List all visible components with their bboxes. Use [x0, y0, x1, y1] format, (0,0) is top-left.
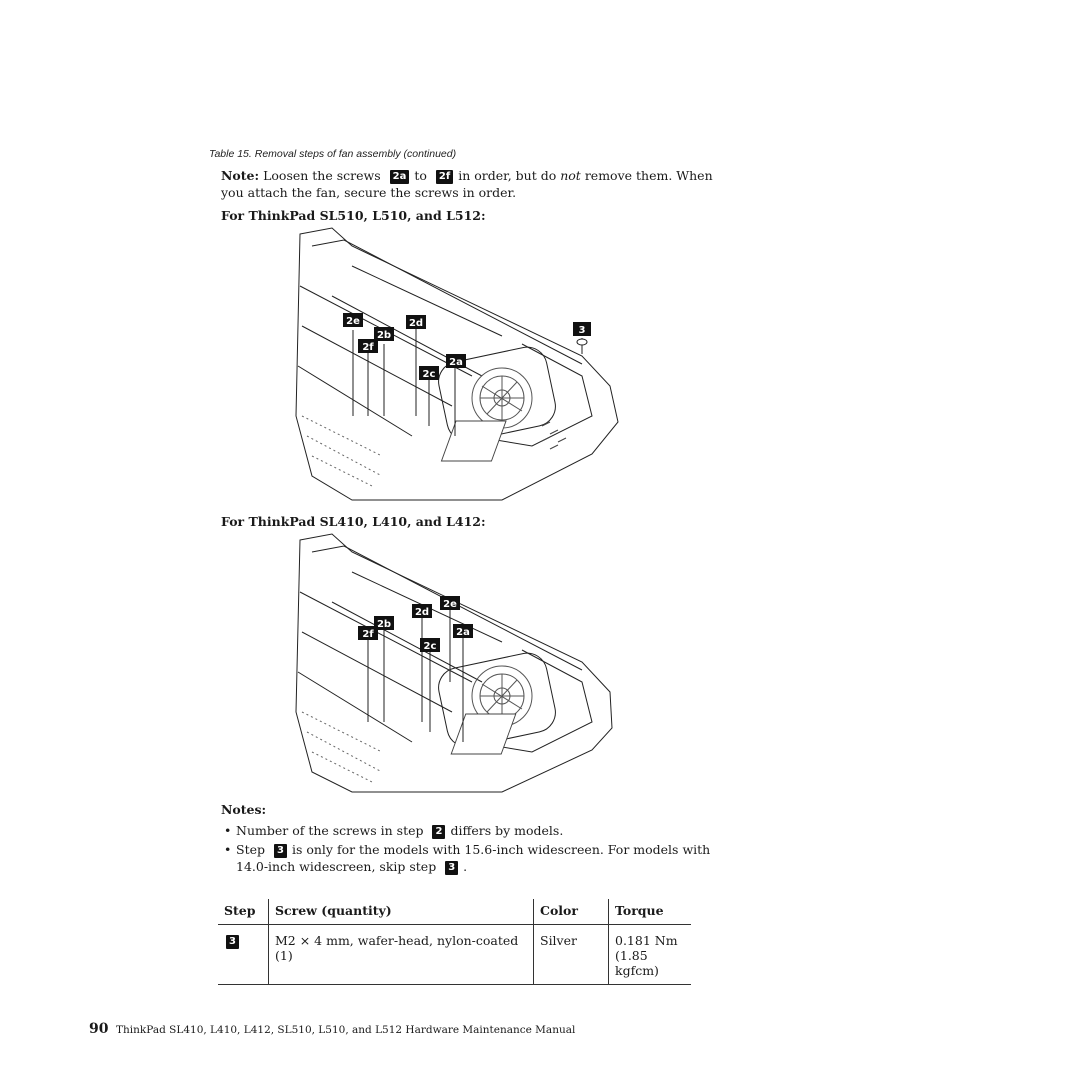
- bullet-2-line-2-text: 14.0-inch widescreen, skip step: [236, 859, 437, 874]
- note-label: Note:: [221, 168, 260, 183]
- callout-2f: 2f: [435, 170, 454, 184]
- note-bullet-2: • Step 3 is only for the models with 15.6-…: [224, 841, 710, 858]
- callout-label: 2d: [409, 318, 423, 329]
- header-screw: Screw (quantity): [268, 899, 534, 925]
- bullet-2-end: .: [463, 859, 468, 874]
- callout-label: 2a: [449, 357, 463, 368]
- bullet-2-text-1: Step: [236, 842, 265, 857]
- screw-icon: [576, 338, 588, 354]
- callout-label: 2f: [362, 629, 374, 640]
- header-torque: Torque: [608, 899, 691, 925]
- callout-label: 2e: [346, 316, 360, 327]
- torque-nm: 0.181 Nm: [615, 933, 678, 948]
- table-row: 3 M2 × 4 mm, wafer-head, nylon-coated (1…: [218, 924, 691, 985]
- torque-kgfcm: (1.85 kgfcm): [615, 948, 659, 978]
- note-bullet-1: • Number of the screws in step 2 differs b…: [224, 822, 563, 839]
- callout-2a: 2a: [389, 170, 410, 184]
- cell-screw: M2 × 4 mm, wafer-head, nylon-coated (1): [268, 924, 534, 985]
- callout-3: 3: [445, 861, 459, 875]
- callout-3: 3: [273, 844, 287, 858]
- note-bullet-2-line-2: 14.0-inch widescreen, skip step 3.: [236, 858, 467, 875]
- callout-label: 2d: [415, 607, 429, 618]
- header-step: Step: [218, 899, 269, 925]
- callout-label: 3: [579, 325, 586, 336]
- cell-step: 3: [218, 924, 269, 985]
- note-emphasis: not: [560, 168, 581, 183]
- figure1-heading: For ThinkPad SL510, L510, and L512:: [221, 208, 486, 223]
- bullet-1-text-2: differs by models.: [450, 823, 564, 838]
- note-text-2: to: [414, 168, 427, 183]
- fan-assembly-illustration-large: 2e 2b 2d 2f 2c 2a 3: [295, 227, 619, 501]
- table-header-row: Step Screw (quantity) Color Torque: [218, 899, 691, 925]
- note-text-3: in order, but do: [458, 168, 557, 183]
- cell-color: Silver: [533, 924, 609, 985]
- header-color: Color: [533, 899, 609, 925]
- note-line-2: you attach the fan, secure the screws in…: [221, 185, 517, 200]
- callout-label: 2c: [423, 369, 436, 380]
- figure2-heading: For ThinkPad SL410, L410, and L412:: [221, 514, 486, 529]
- callout-label: 2a: [456, 627, 470, 638]
- page-number: 90: [89, 1021, 109, 1037]
- screw-spec-table: Step Screw (quantity) Color Torque 3 M2 …: [218, 899, 691, 985]
- table-caption: Table 15. Removal steps of fan assembly …: [209, 148, 457, 160]
- callout-label: 2e: [443, 599, 457, 610]
- bullet-1-text-1: Number of the screws in step: [236, 823, 424, 838]
- manual-title: ThinkPad SL410, L410, L412, SL510, L510,…: [116, 1024, 576, 1036]
- notes-title: Notes:: [221, 802, 267, 817]
- bullet-2-text-2: is only for the models with 15.6-inch wi…: [291, 842, 711, 857]
- callout-label: 2b: [377, 619, 391, 630]
- note-line-1: Note: Loosen the screws 2a to 2f in order,…: [221, 167, 713, 184]
- bullet-icon: •: [224, 842, 232, 857]
- callout-2: 2: [432, 825, 446, 839]
- note-text-4: remove them. When: [584, 168, 713, 183]
- bullet-icon: •: [224, 823, 232, 838]
- callout-label: 2c: [424, 641, 437, 652]
- callout-label: 2f: [362, 342, 374, 353]
- callout-label: 2b: [377, 330, 391, 341]
- cell-torque: 0.181 Nm (1.85 kgfcm): [608, 924, 691, 985]
- note-text-1: Loosen the screws: [263, 168, 381, 183]
- fan-assembly-illustration-small: 2e 2d 2b 2f 2c 2a: [295, 533, 613, 793]
- callout-3: 3: [226, 935, 239, 949]
